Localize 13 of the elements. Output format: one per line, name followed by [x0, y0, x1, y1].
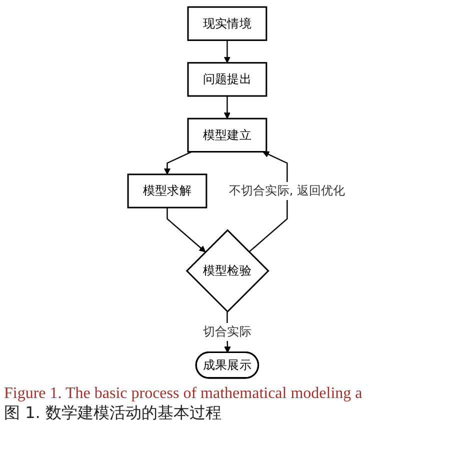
- node-box: 问题提出: [188, 62, 268, 97]
- edge-label: 切合实际: [203, 324, 252, 339]
- arrow: [166, 208, 206, 252]
- figure-caption: 图 1. 数学建模活动的基本过程: [4, 403, 222, 424]
- node-diamond: 模型检验: [186, 229, 270, 313]
- edge-label: 不切合实际, 返回优化: [229, 183, 346, 198]
- arrow: [224, 96, 231, 119]
- node-box: 模型求解: [128, 174, 208, 208]
- arrow: [164, 151, 192, 175]
- figure-caption: Figure 1. The basic process of mathematical modeling a: [4, 385, 364, 403]
- node-box: 模型建立: [188, 118, 268, 153]
- node-box: 现实情境: [188, 6, 268, 41]
- arrow: [224, 40, 231, 64]
